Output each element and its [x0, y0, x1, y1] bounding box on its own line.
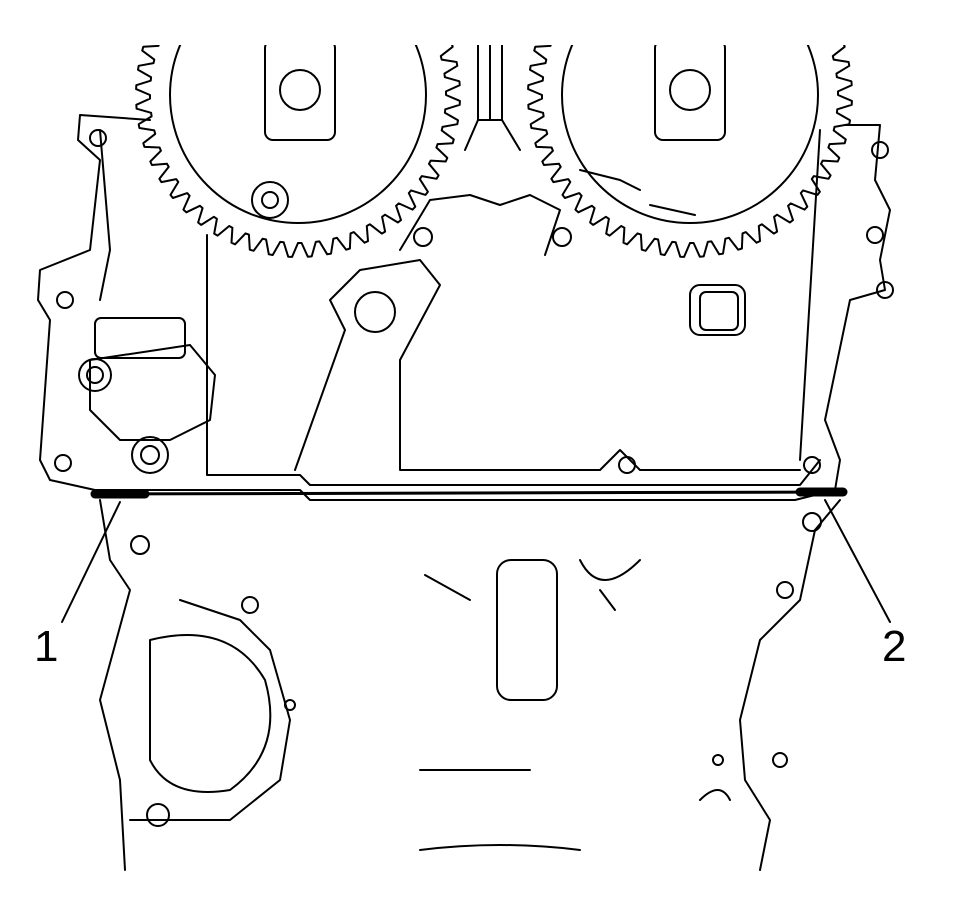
cover-inner-edge — [206, 234, 821, 486]
lower-bore — [149, 634, 272, 793]
oil-pump-slot — [496, 559, 558, 701]
sensor-wheel-tab — [579, 169, 696, 216]
cover-boss — [354, 291, 396, 333]
left-camshaft-bolt-head — [264, 45, 336, 141]
cover-top-bracket — [399, 194, 561, 256]
right-sprocket-hub-ring — [561, 45, 819, 224]
belt-tensioner — [78, 317, 216, 474]
left-camshaft-bolt — [279, 69, 321, 111]
left-camshaft-sprocket — [135, 45, 461, 258]
right-camshaft-bolt — [669, 69, 711, 111]
cover-window — [689, 284, 746, 336]
right-camshaft-bolt-head — [654, 45, 726, 141]
callout-2: 2 — [882, 622, 907, 671]
upper-timing-cover-outline — [37, 114, 891, 501]
lower-engine-block-outline — [99, 499, 841, 871]
callout-1: 1 — [34, 622, 59, 671]
leader-line-1 — [61, 501, 121, 623]
right-camshaft-sprocket — [527, 45, 853, 258]
left-sprocket-hub-ring — [169, 45, 427, 224]
cover-center-recess — [294, 259, 801, 471]
cover-right-edge — [799, 129, 821, 461]
leader-line-2 — [824, 499, 891, 623]
cover-bolts — [54, 129, 894, 474]
timing-belt-guide — [464, 45, 521, 151]
block-bolts — [130, 512, 822, 827]
sprocket-locking-pin — [251, 181, 289, 219]
gasket-seal-line — [99, 490, 841, 496]
